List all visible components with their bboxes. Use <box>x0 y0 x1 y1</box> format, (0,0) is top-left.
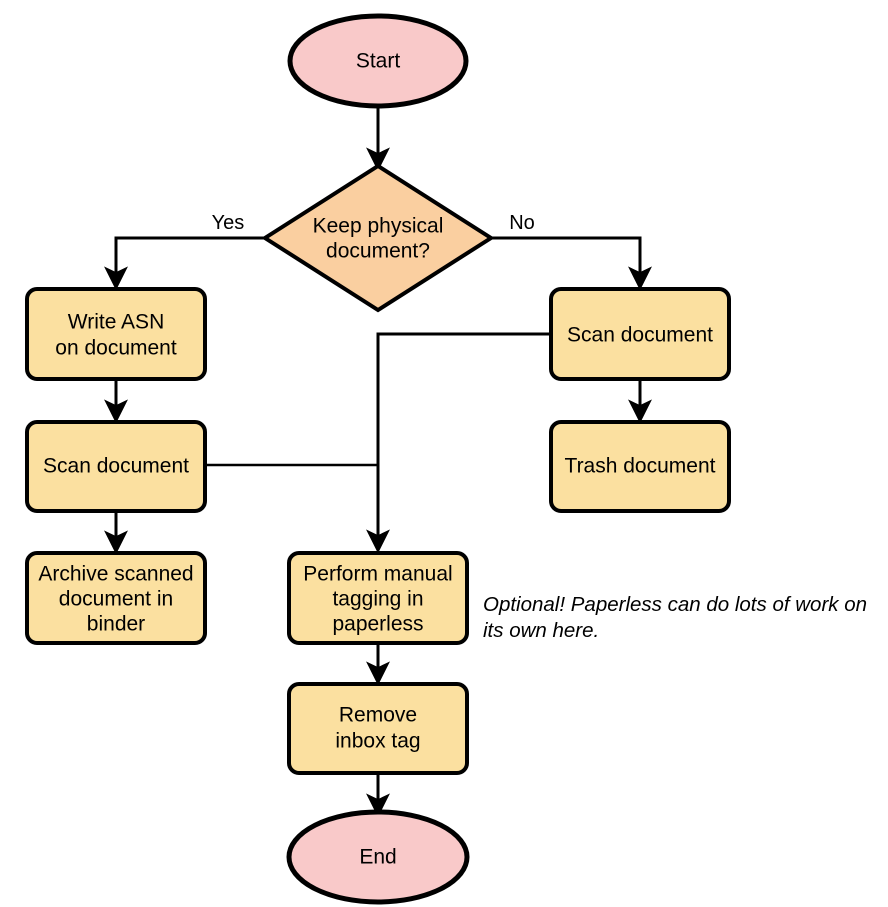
archive-label-line2: document in <box>59 588 173 611</box>
annotation-line2: its own here. <box>483 619 599 642</box>
remove-inbox-box-shape <box>287 682 469 775</box>
node-start[interactable]: Start <box>287 13 469 109</box>
scan-left-label: Scan document <box>43 455 189 478</box>
node-scan-document-right[interactable]: Scan document <box>549 287 731 381</box>
node-archive-scanned-document[interactable]: Archive scanned document in binder <box>25 551 207 645</box>
decision-label-line2: document? <box>326 240 430 263</box>
annotation-line1: Optional! Paperless can do lots of work … <box>483 593 867 616</box>
archive-box-shape <box>25 551 207 645</box>
decision-label-line1: Keep physical <box>313 215 444 238</box>
manual-tagging-box-shape <box>287 551 469 645</box>
remove-inbox-label-line1: Remove <box>339 704 417 727</box>
remove-inbox-label-line2: inbox tag <box>335 730 420 753</box>
scan-left-box-shape <box>25 420 207 513</box>
end-label: End <box>359 846 396 869</box>
edge-decision-no-to-scan-right <box>491 236 652 291</box>
manual-tagging-label-line3: paperless <box>332 613 423 636</box>
archive-label-line3: binder <box>87 613 145 636</box>
manual-tagging-label-line2: tagging in <box>332 588 423 611</box>
trash-label: Trash document <box>565 455 716 478</box>
trash-box-shape <box>549 420 731 513</box>
scan-right-box-shape <box>549 287 731 381</box>
start-ellipse-shape <box>287 13 469 109</box>
node-decision-keep-physical-document[interactable]: Keep physical document? <box>261 163 495 313</box>
node-trash-document[interactable]: Trash document <box>549 420 731 513</box>
node-write-asn-on-document[interactable]: Write ASN on document <box>25 287 207 381</box>
edge-label-no: No <box>509 212 535 234</box>
node-scan-document-left[interactable]: Scan document <box>25 420 207 513</box>
decision-diamond-shape <box>261 163 495 313</box>
write-asn-label-line1: Write ASN <box>68 311 164 334</box>
scan-right-label: Scan document <box>567 324 713 347</box>
edge-decision-yes-to-write-asn <box>104 236 265 291</box>
node-end[interactable]: End <box>286 809 470 905</box>
archive-label-line1: Archive scanned <box>38 563 193 586</box>
node-perform-manual-tagging[interactable]: Perform manual tagging in paperless <box>287 551 469 645</box>
annotation-note: Optional! Paperless can do lots of work … <box>483 593 867 642</box>
edge-label-yes: Yes <box>212 212 245 234</box>
write-asn-box-shape <box>25 287 207 381</box>
edge-scan-right-to-manual-tagging <box>366 332 551 554</box>
write-asn-label-line2: on document <box>55 337 177 360</box>
manual-tagging-label-line1: Perform manual <box>303 563 452 586</box>
start-label: Start <box>356 50 401 73</box>
node-remove-inbox-tag[interactable]: Remove inbox tag <box>287 682 469 775</box>
end-ellipse-shape <box>286 809 470 905</box>
